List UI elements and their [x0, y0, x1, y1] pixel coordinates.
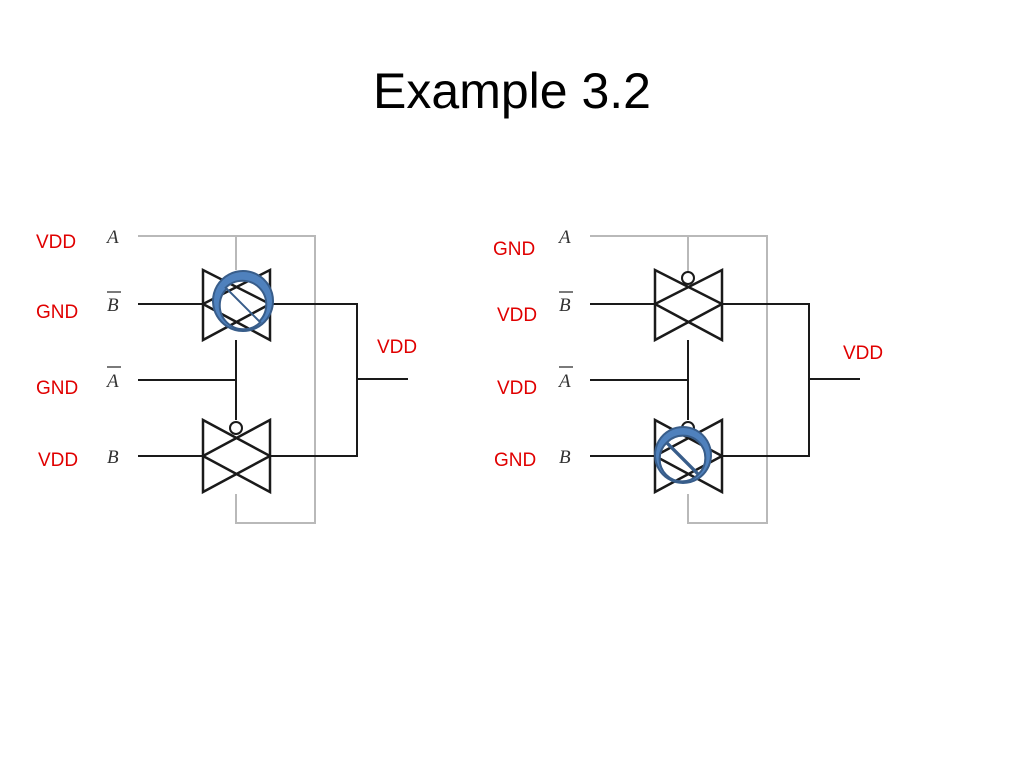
left-control-frame — [138, 235, 316, 524]
slide-title: Example 3.2 — [373, 63, 651, 119]
right-level-2: VDD — [497, 305, 537, 326]
right-control-frame — [590, 235, 768, 524]
right-level-1: GND — [493, 239, 535, 260]
left-level-3: GND — [36, 378, 78, 399]
right-circuit: A B A B GND VDD VDD GND VDD — [493, 227, 883, 524]
left-input-label-4: B — [107, 447, 119, 468]
left-circuit: A B A B VDD GND GND VDD VDD — [36, 227, 417, 524]
left-level-1: VDD — [36, 232, 76, 253]
right-input-label-4: B — [559, 447, 571, 468]
right-output-level: VDD — [843, 343, 883, 364]
left-level-4: VDD — [38, 450, 78, 471]
right-top-inversion-bubble — [681, 271, 695, 285]
left-inversion-bubble — [229, 421, 243, 435]
left-input-label-1: A — [105, 227, 119, 248]
left-level-2: GND — [36, 302, 78, 323]
left-output-level: VDD — [377, 337, 417, 358]
left-input-label-2: B — [107, 295, 119, 316]
right-input-label-2: B — [559, 295, 571, 316]
no-entry-icon — [212, 270, 274, 332]
right-level-3: VDD — [497, 378, 537, 399]
left-bottom-transmission-gate — [200, 417, 273, 495]
left-output-bus — [270, 303, 358, 457]
right-output-bus — [722, 303, 810, 457]
left-input-label-3: A — [105, 371, 119, 392]
right-input-label-1: A — [557, 227, 571, 248]
right-input-label-3: A — [557, 371, 571, 392]
right-level-4: GND — [494, 450, 536, 471]
no-entry-icon — [654, 426, 713, 484]
right-top-transmission-gate — [652, 267, 725, 343]
